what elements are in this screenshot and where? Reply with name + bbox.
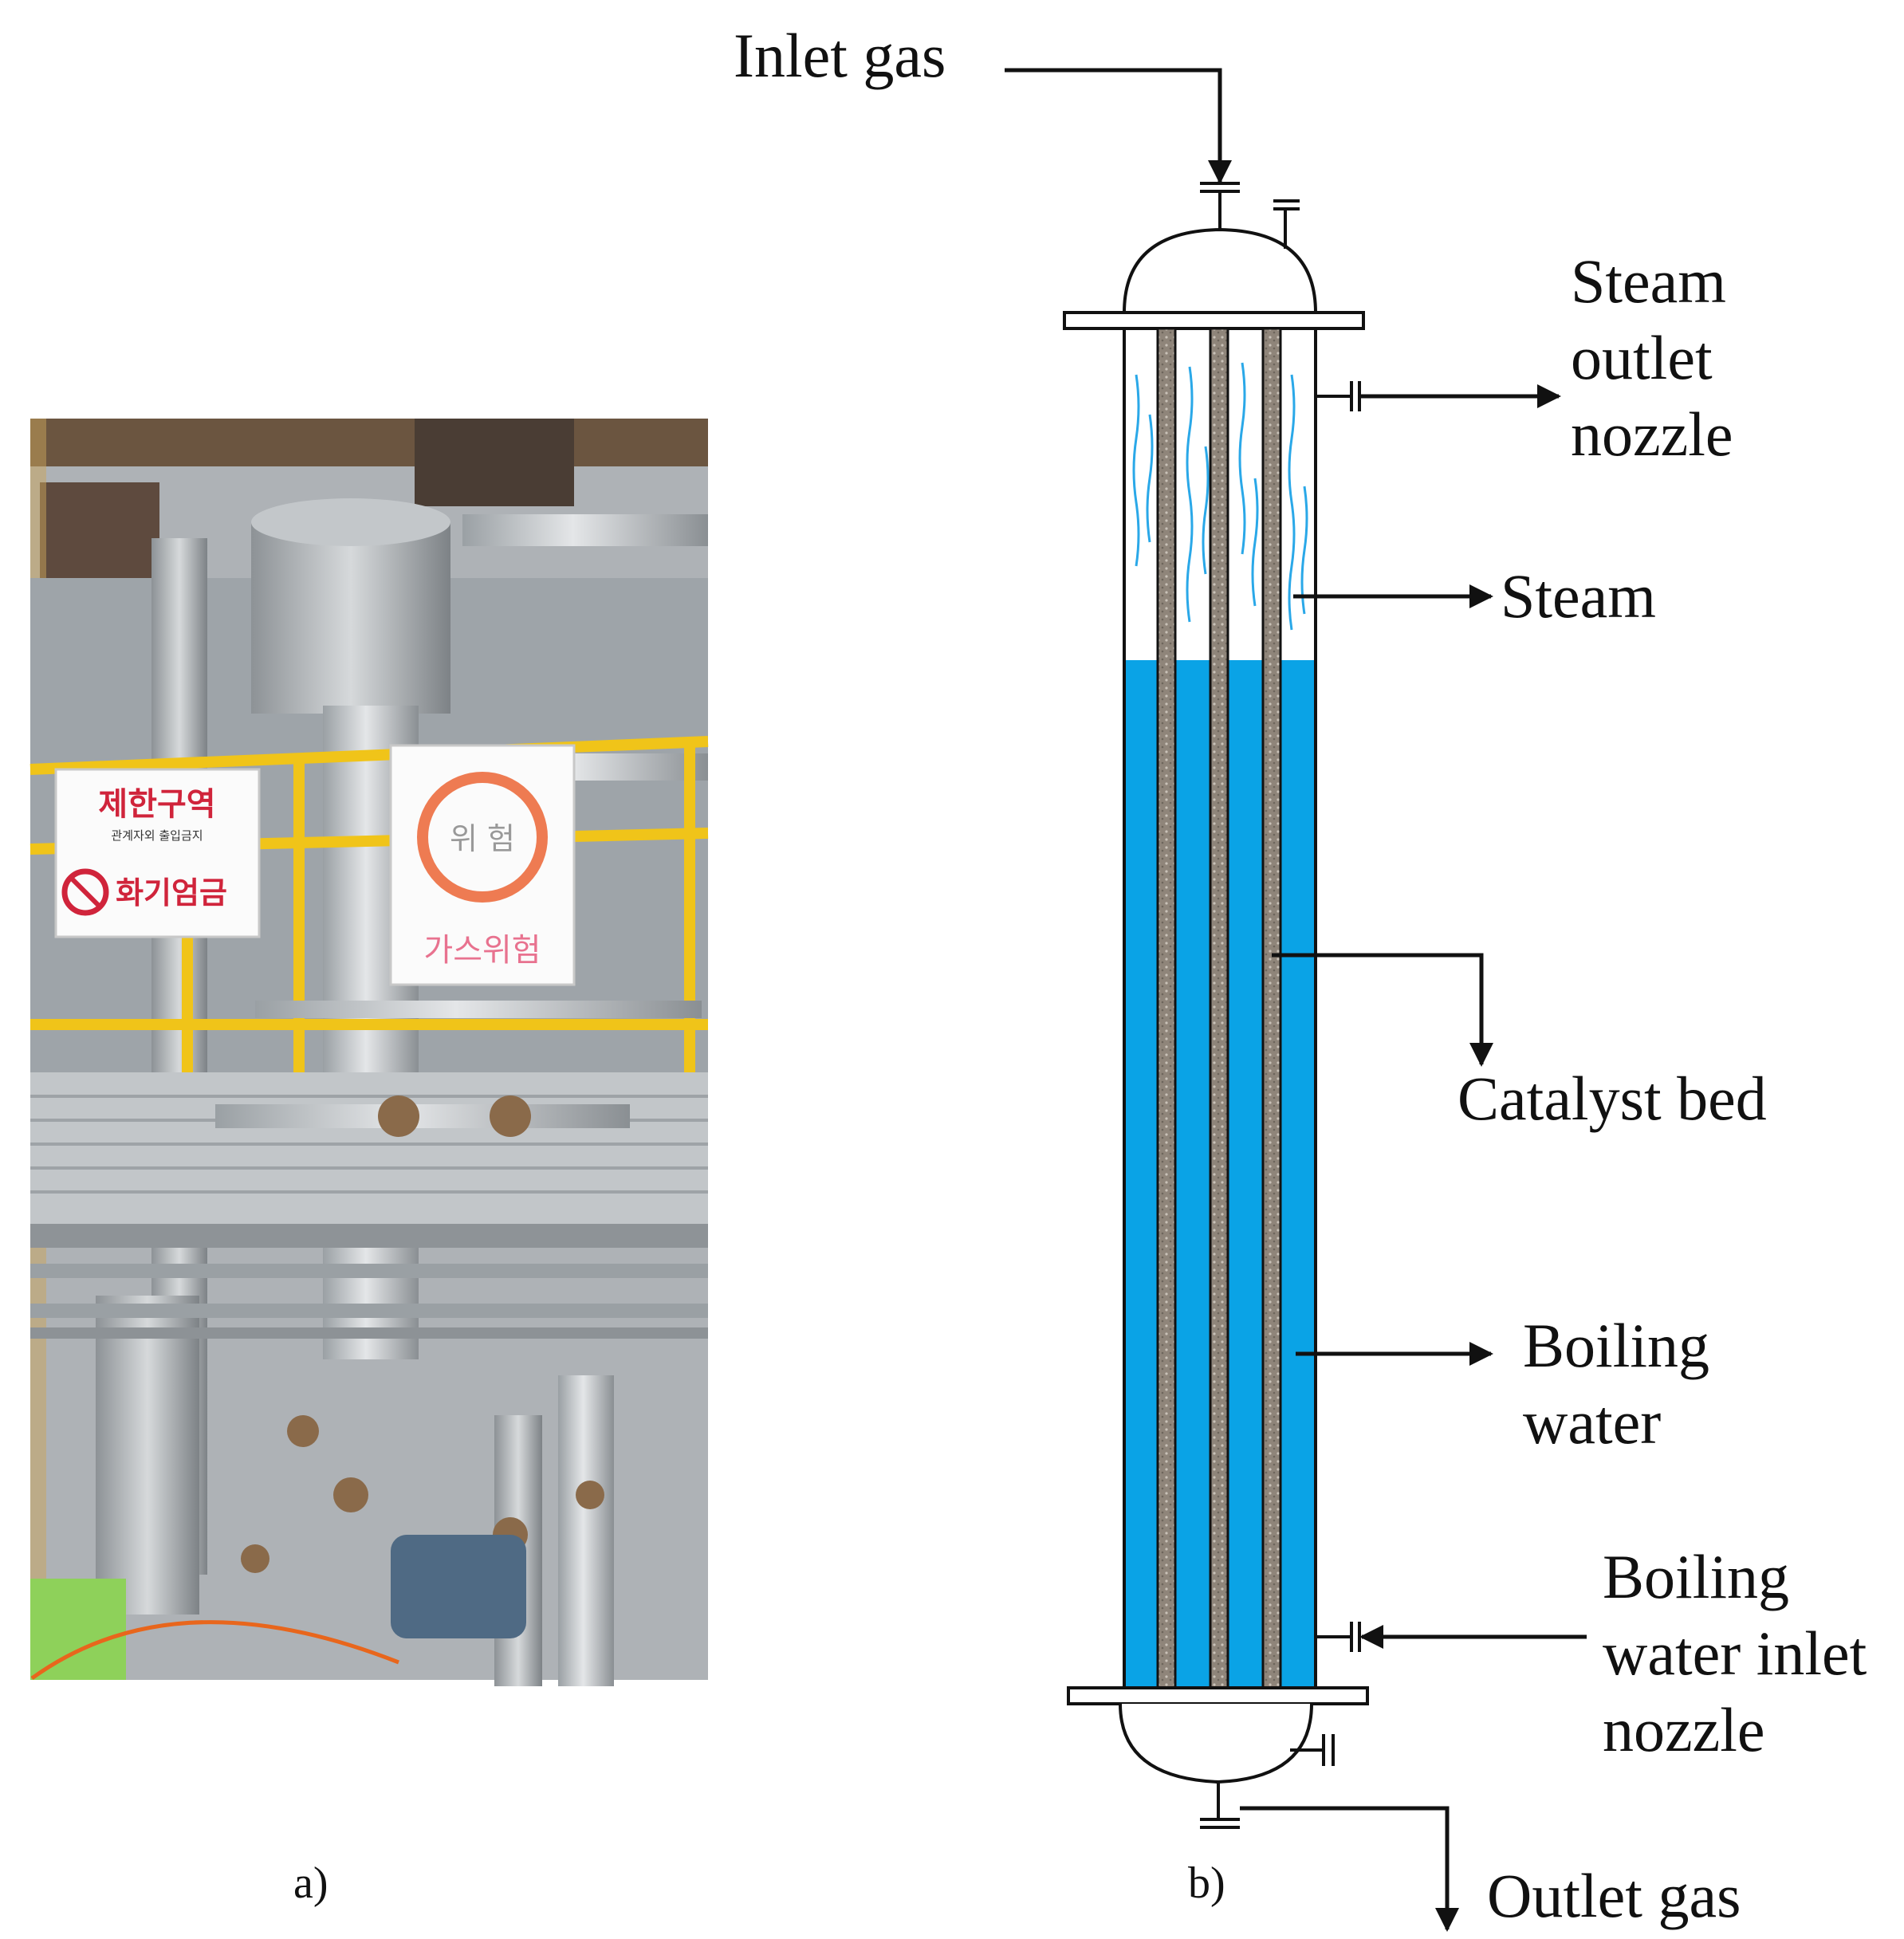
label-boiling-water: Boiling water: [1523, 1308, 1709, 1461]
label-steam-outlet-line2: outlet: [1571, 323, 1713, 392]
label-inlet-gas: Inlet gas: [734, 21, 946, 90]
boiling-water-inlet-nozzle: [1316, 1622, 1361, 1652]
drain-nozzle: [1290, 1734, 1335, 1766]
label-bw-inlet-line3: nozzle: [1603, 1695, 1765, 1764]
caption-b: b): [1188, 1858, 1225, 1908]
label-bw-inlet-line1: Boiling: [1603, 1542, 1790, 1611]
catalyst-tube: [1261, 327, 1282, 1689]
sign-restricted-area: 제한구역 관계자외 출입금지 화기엄금: [54, 768, 261, 938]
sign-gas-danger: 위 험 가스위험: [389, 744, 576, 986]
catalyst-tube: [1156, 327, 1177, 1689]
sign-left-subtitle: 관계자외 출입금지: [111, 828, 203, 843]
sign-left-warning: 화기엄금: [116, 875, 227, 911]
bottom-dome: [1119, 1703, 1313, 1784]
label-boiling-water-inlet-nozzle: Boiling water inlet nozzle: [1603, 1539, 1867, 1768]
sign-left-title: 제한구역: [98, 786, 215, 823]
label-steam: Steam: [1501, 561, 1656, 631]
inlet-nozzle: [1200, 182, 1240, 230]
label-outlet-gas: Outlet gas: [1487, 1861, 1741, 1930]
label-catalyst-bed: Catalyst bed: [1458, 1064, 1767, 1133]
bottom-flange: [1067, 1686, 1369, 1705]
label-steam-outlet-line3: nozzle: [1571, 399, 1733, 469]
outlet-gas-arrow: [1240, 1806, 1459, 1932]
steam-lines: [1132, 362, 1308, 631]
steam-outlet-nozzle: [1316, 381, 1361, 411]
label-steam-outlet-nozzle: Steam outlet nozzle: [1571, 243, 1733, 473]
vent-nozzle: [1273, 199, 1300, 249]
sign-right-circle-text: 위 험: [450, 821, 515, 856]
catalyst-tubes: [1156, 327, 1282, 1689]
outlet-nozzle: [1200, 1782, 1240, 1829]
catalyst-bed-arrow: [1272, 953, 1493, 1067]
label-bw-inlet-line2: water inlet: [1603, 1618, 1867, 1688]
sign-right-text: 가스위험: [423, 932, 541, 969]
reactor-vessel-photo: [251, 522, 450, 714]
catalyst-tube: [1209, 327, 1229, 1689]
reactor-photo: 제한구역 관계자외 출입금지 화기엄금 위 험 가스위험: [16, 419, 724, 1686]
top-flange: [1063, 311, 1365, 330]
inlet-gas-arrow: [1005, 68, 1232, 184]
caption-a: a): [293, 1858, 328, 1908]
label-boiling-water-line1: Boiling: [1523, 1311, 1710, 1380]
label-boiling-water-line2: water: [1523, 1387, 1662, 1457]
label-steam-outlet-line1: Steam: [1571, 246, 1726, 316]
